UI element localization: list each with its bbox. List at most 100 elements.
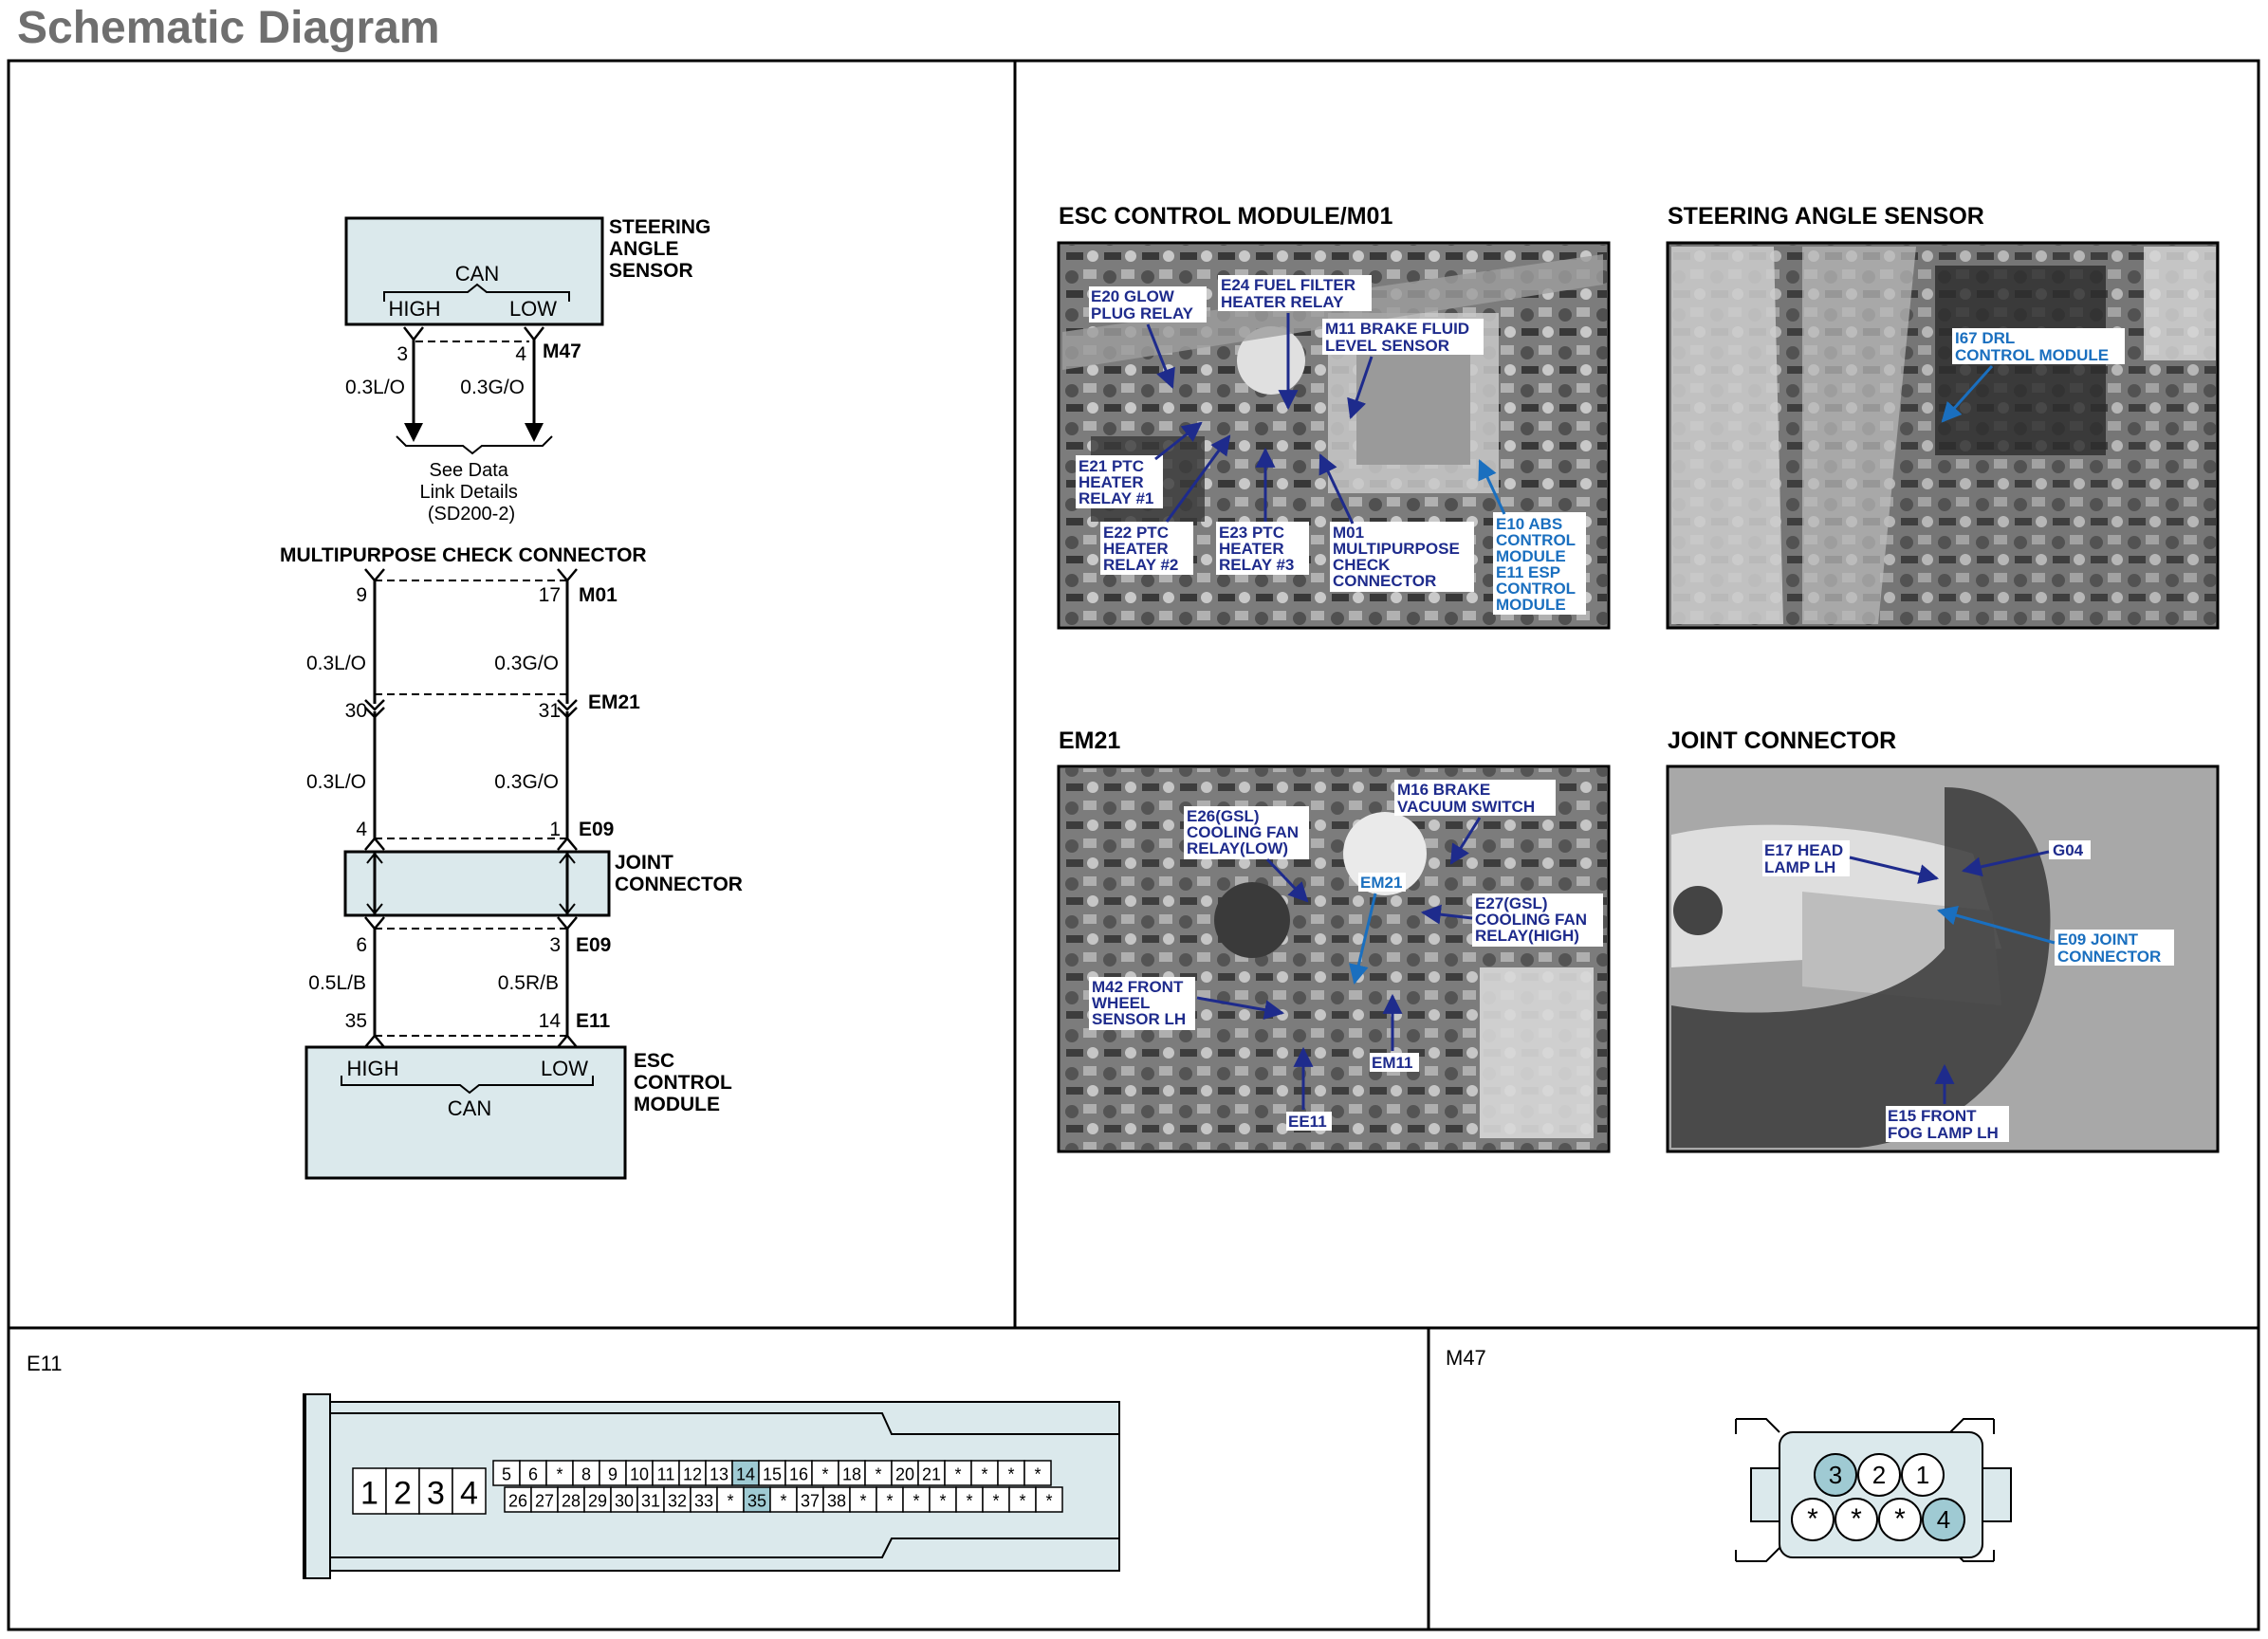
m47-pin-circle — [1814, 1453, 1857, 1497]
photo-joint-title: JOINT CONNECTOR — [1668, 727, 1896, 754]
e09-bot-pin-3: 3 — [549, 934, 561, 956]
sas-can-bracket — [383, 283, 570, 302]
e11-pin-15-cell — [758, 1460, 786, 1486]
e11-pin-blank-cell — [902, 1486, 931, 1513]
e11-pin-blank: * — [1045, 1491, 1052, 1510]
e11-pin-11: 11 — [657, 1464, 675, 1483]
e11-pin-blank: * — [859, 1491, 866, 1510]
e11-pin-32-cell — [663, 1486, 691, 1513]
sas-pin-4: 4 — [515, 343, 526, 365]
e11-pin-blank-cell — [1008, 1486, 1037, 1513]
e09-top-chev-l — [364, 837, 385, 851]
e11-pin-blank: * — [939, 1491, 946, 1510]
e11-pin-blank-cell — [545, 1460, 574, 1486]
e11-pin-blank: * — [727, 1491, 733, 1510]
mcc-title: MULTIPURPOSE CHECK CONNECTOR — [280, 544, 647, 566]
e11-pin-blank: * — [992, 1491, 999, 1510]
m01-chev-l — [364, 568, 385, 582]
esc-can-label: CAN — [448, 1096, 491, 1120]
m47-pin-circle — [1901, 1453, 1945, 1497]
joint-connector-box — [343, 850, 611, 917]
e11-connector-label-schem: E11 — [576, 1010, 611, 1032]
sas-name: STEERING ANGLE SENSOR — [609, 216, 716, 282]
e11-pin-21-cell — [917, 1460, 946, 1486]
data-link-bracket — [396, 435, 553, 455]
e11-pin-14: 14 — [539, 1010, 562, 1032]
e11-pin-6: 6 — [528, 1464, 538, 1483]
e11-pin-3-cell — [418, 1467, 453, 1515]
m47-pin-circle — [1857, 1453, 1901, 1497]
e11-pin-29: 29 — [588, 1491, 607, 1510]
e11-pin-1-cell — [352, 1467, 387, 1515]
sas-low-label: LOW — [509, 297, 557, 321]
e11-pin-35: 35 — [747, 1491, 766, 1510]
e11-pin-blank: * — [556, 1464, 562, 1483]
sas-pin-3: 3 — [396, 343, 408, 365]
wire-label-go-mid2: 0.3G/O — [494, 771, 559, 793]
e11-pin-13: 13 — [710, 1464, 728, 1483]
em21-chev-r1 — [557, 699, 578, 711]
e11-pin-4: 4 — [460, 1475, 478, 1511]
sas-high-label: HIGH — [389, 297, 441, 321]
m47-connector-label: M47 — [543, 341, 581, 362]
e11-pin-blank-cell — [864, 1460, 893, 1486]
em21-pin-30: 30 — [345, 700, 367, 722]
e09-top-chev-r — [557, 837, 578, 851]
esc-low-label: LOW — [541, 1057, 588, 1080]
wire-label-go-mid1: 0.3G/O — [494, 653, 559, 674]
e11-chev-l — [364, 1034, 385, 1048]
e11-pin-blank: * — [886, 1491, 893, 1510]
e11-pin-blank: * — [821, 1464, 828, 1483]
e11-label: E11 — [27, 1352, 63, 1375]
e11-pin-32: 32 — [668, 1491, 687, 1510]
m47-pin-blank: * — [1807, 1503, 1818, 1535]
e11-pin-blank-cell — [1023, 1460, 1052, 1486]
e11-pin-12: 12 — [683, 1464, 702, 1483]
e11-pin-35-cell — [743, 1486, 771, 1513]
e11-pin-10-cell — [625, 1460, 654, 1486]
e09-bot-connector-label: E09 — [576, 934, 611, 956]
e11-pin-12-cell — [678, 1460, 707, 1486]
page-title: Schematic Diagram — [17, 3, 440, 53]
joint-arrow-l-down — [366, 903, 383, 915]
m47-pin-circle — [1878, 1498, 1922, 1541]
e11-pin-3: 3 — [427, 1475, 445, 1511]
em21-pin-31: 31 — [539, 700, 561, 722]
photo-esc-title: ESC CONTROL MODULE/M01 — [1059, 203, 1392, 230]
e11-pin-blank: * — [875, 1464, 881, 1483]
e11-pin-blank: * — [966, 1491, 972, 1510]
e11-pin-14-cell — [731, 1460, 760, 1486]
e11-pin-2: 2 — [394, 1475, 412, 1511]
steering-angle-sensor-box — [344, 216, 604, 326]
wire-arrow-left — [404, 423, 423, 442]
e11-pin-9: 9 — [608, 1464, 618, 1483]
e11-pin-blank: * — [780, 1491, 786, 1510]
joint-arrow-r-down — [559, 903, 576, 915]
e11-pin-8: 8 — [581, 1464, 591, 1483]
callout-g04: G04 — [2053, 841, 2084, 859]
callout-em11: EM11 — [1372, 1054, 1412, 1072]
e09-bot-chev-l — [364, 916, 385, 930]
e11-pin-blank-cell — [811, 1460, 839, 1486]
e11-pin-2-cell — [385, 1467, 420, 1515]
m01-connector-label: M01 — [579, 584, 618, 606]
e11-pin-14: 14 — [736, 1464, 755, 1483]
schematic: CAN HIGH LOW STEERING ANGLE SENSOR 3 4 M… — [280, 216, 743, 1180]
e11-pin-blank-cell — [982, 1486, 1010, 1513]
e11-pin-26: 26 — [508, 1491, 527, 1510]
e11-pin-16: 16 — [789, 1464, 808, 1483]
m47-pin-4: 4 — [1937, 1505, 1950, 1534]
e11-pin-blank-cell — [1035, 1486, 1063, 1513]
m47-pin-circle — [1791, 1498, 1835, 1541]
